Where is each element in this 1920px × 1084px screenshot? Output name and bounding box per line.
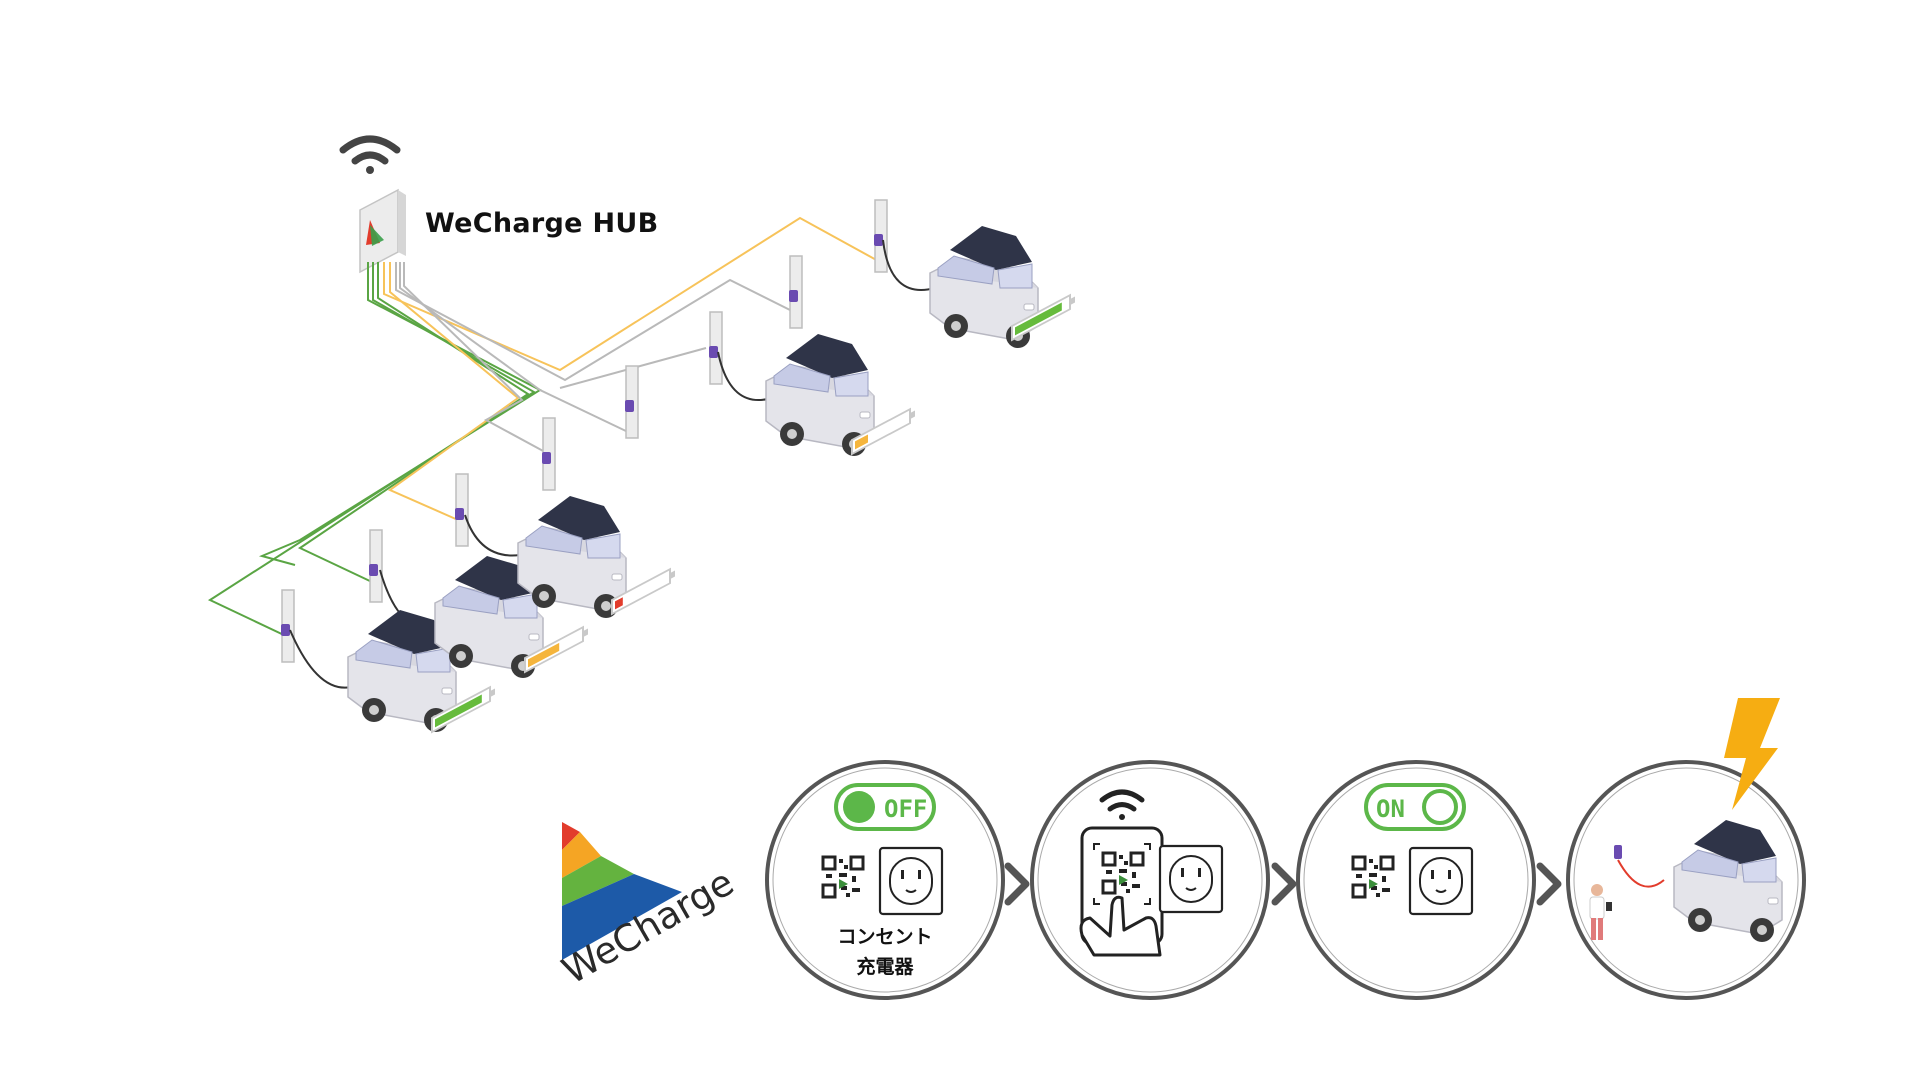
battery-icon-car-1	[431, 685, 495, 734]
hub-label: WeCharge HUB	[425, 208, 659, 239]
battery-tip	[583, 628, 588, 638]
outlet-icon	[1408, 846, 1474, 916]
wifi-small-icon	[1099, 789, 1145, 820]
chevron-right-icon	[1004, 862, 1030, 906]
qr-code-icon	[1350, 854, 1396, 900]
charger-8	[873, 199, 888, 273]
charger-7	[788, 255, 803, 329]
hand-icon	[1079, 895, 1162, 957]
charger-1	[280, 589, 295, 663]
qr-code-icon	[820, 854, 866, 900]
chevron-right-icon	[1536, 862, 1562, 906]
battery-fill	[528, 642, 560, 668]
battery-tip	[910, 410, 915, 420]
battery-tip	[490, 688, 495, 698]
step-1-caption: コンセント 充電器	[815, 922, 955, 982]
charger-5	[624, 365, 639, 439]
outlet-icon	[878, 846, 944, 916]
battery-icon-car-2	[524, 625, 588, 674]
charger-6	[708, 311, 723, 385]
battery-icon-car-3	[611, 567, 675, 616]
car-3	[517, 495, 627, 619]
charger-3	[454, 473, 469, 547]
toggle-off-icon: OFF	[834, 783, 936, 831]
outlet-icon	[1158, 844, 1224, 914]
battery-fill	[615, 597, 623, 610]
step-1-caption-line1: コンセント	[837, 926, 933, 948]
step-4-circle	[1566, 760, 1806, 1000]
wecharge-logo-icon: WeCharge	[555, 822, 741, 993]
charger-4	[541, 417, 556, 491]
battery-fill	[435, 694, 482, 728]
battery-tip	[1070, 296, 1075, 306]
person-icon	[1589, 884, 1612, 940]
hub-device-icon	[359, 188, 406, 274]
step-2-circle	[1030, 760, 1270, 1000]
battery-indicators	[431, 293, 1075, 734]
step-1-circle: OFF	[765, 760, 1005, 1000]
charger-2	[368, 529, 383, 603]
toggle-on-label: ON	[1376, 795, 1405, 823]
charger-small-icon	[1614, 845, 1665, 888]
battery-tip	[670, 570, 675, 580]
toggle-off-label: OFF	[884, 795, 927, 823]
battery-fill	[1015, 302, 1062, 336]
battery-icon-car-4	[851, 407, 915, 456]
lightning-bolt-icon	[1724, 698, 1780, 810]
battery-icon-car-5	[1011, 293, 1075, 342]
toggle-on-icon: ON	[1364, 783, 1466, 831]
wifi-icon	[339, 135, 401, 174]
battery-fill	[855, 434, 868, 450]
chevron-right-icon	[1271, 862, 1297, 906]
step-1-caption-line2: 充電器	[856, 956, 914, 978]
step-3-circle: ON	[1296, 760, 1536, 1000]
